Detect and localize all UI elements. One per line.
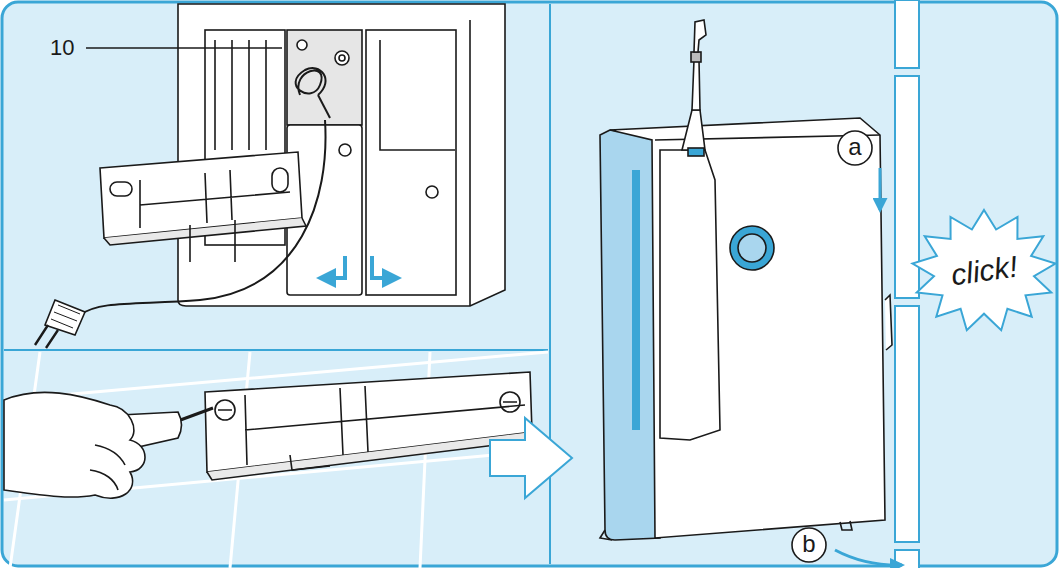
divider: [549, 4, 551, 564]
wall: [895, 0, 919, 568]
click-burst: click!: [912, 210, 1056, 332]
leader-line: [86, 47, 282, 48]
step-marker: a: [837, 130, 873, 166]
hand-screwdriver: [4, 392, 213, 498]
wall-tiles: [4, 352, 548, 568]
step-letter: a: [848, 135, 861, 159]
wall-plate: [205, 372, 536, 480]
charger-unit: [600, 118, 892, 540]
divider: [4, 349, 548, 351]
flow-arrow: [490, 418, 572, 498]
power-cord: [35, 120, 326, 348]
step-letter: b: [802, 532, 815, 556]
appliance: [178, 4, 505, 306]
wall-plate: [100, 152, 306, 262]
direction-arrow: [320, 256, 398, 278]
direction-arrow: [835, 168, 902, 565]
callout-number: 10: [50, 35, 74, 61]
step-marker: b: [791, 527, 827, 563]
toothbrush: [682, 20, 706, 156]
